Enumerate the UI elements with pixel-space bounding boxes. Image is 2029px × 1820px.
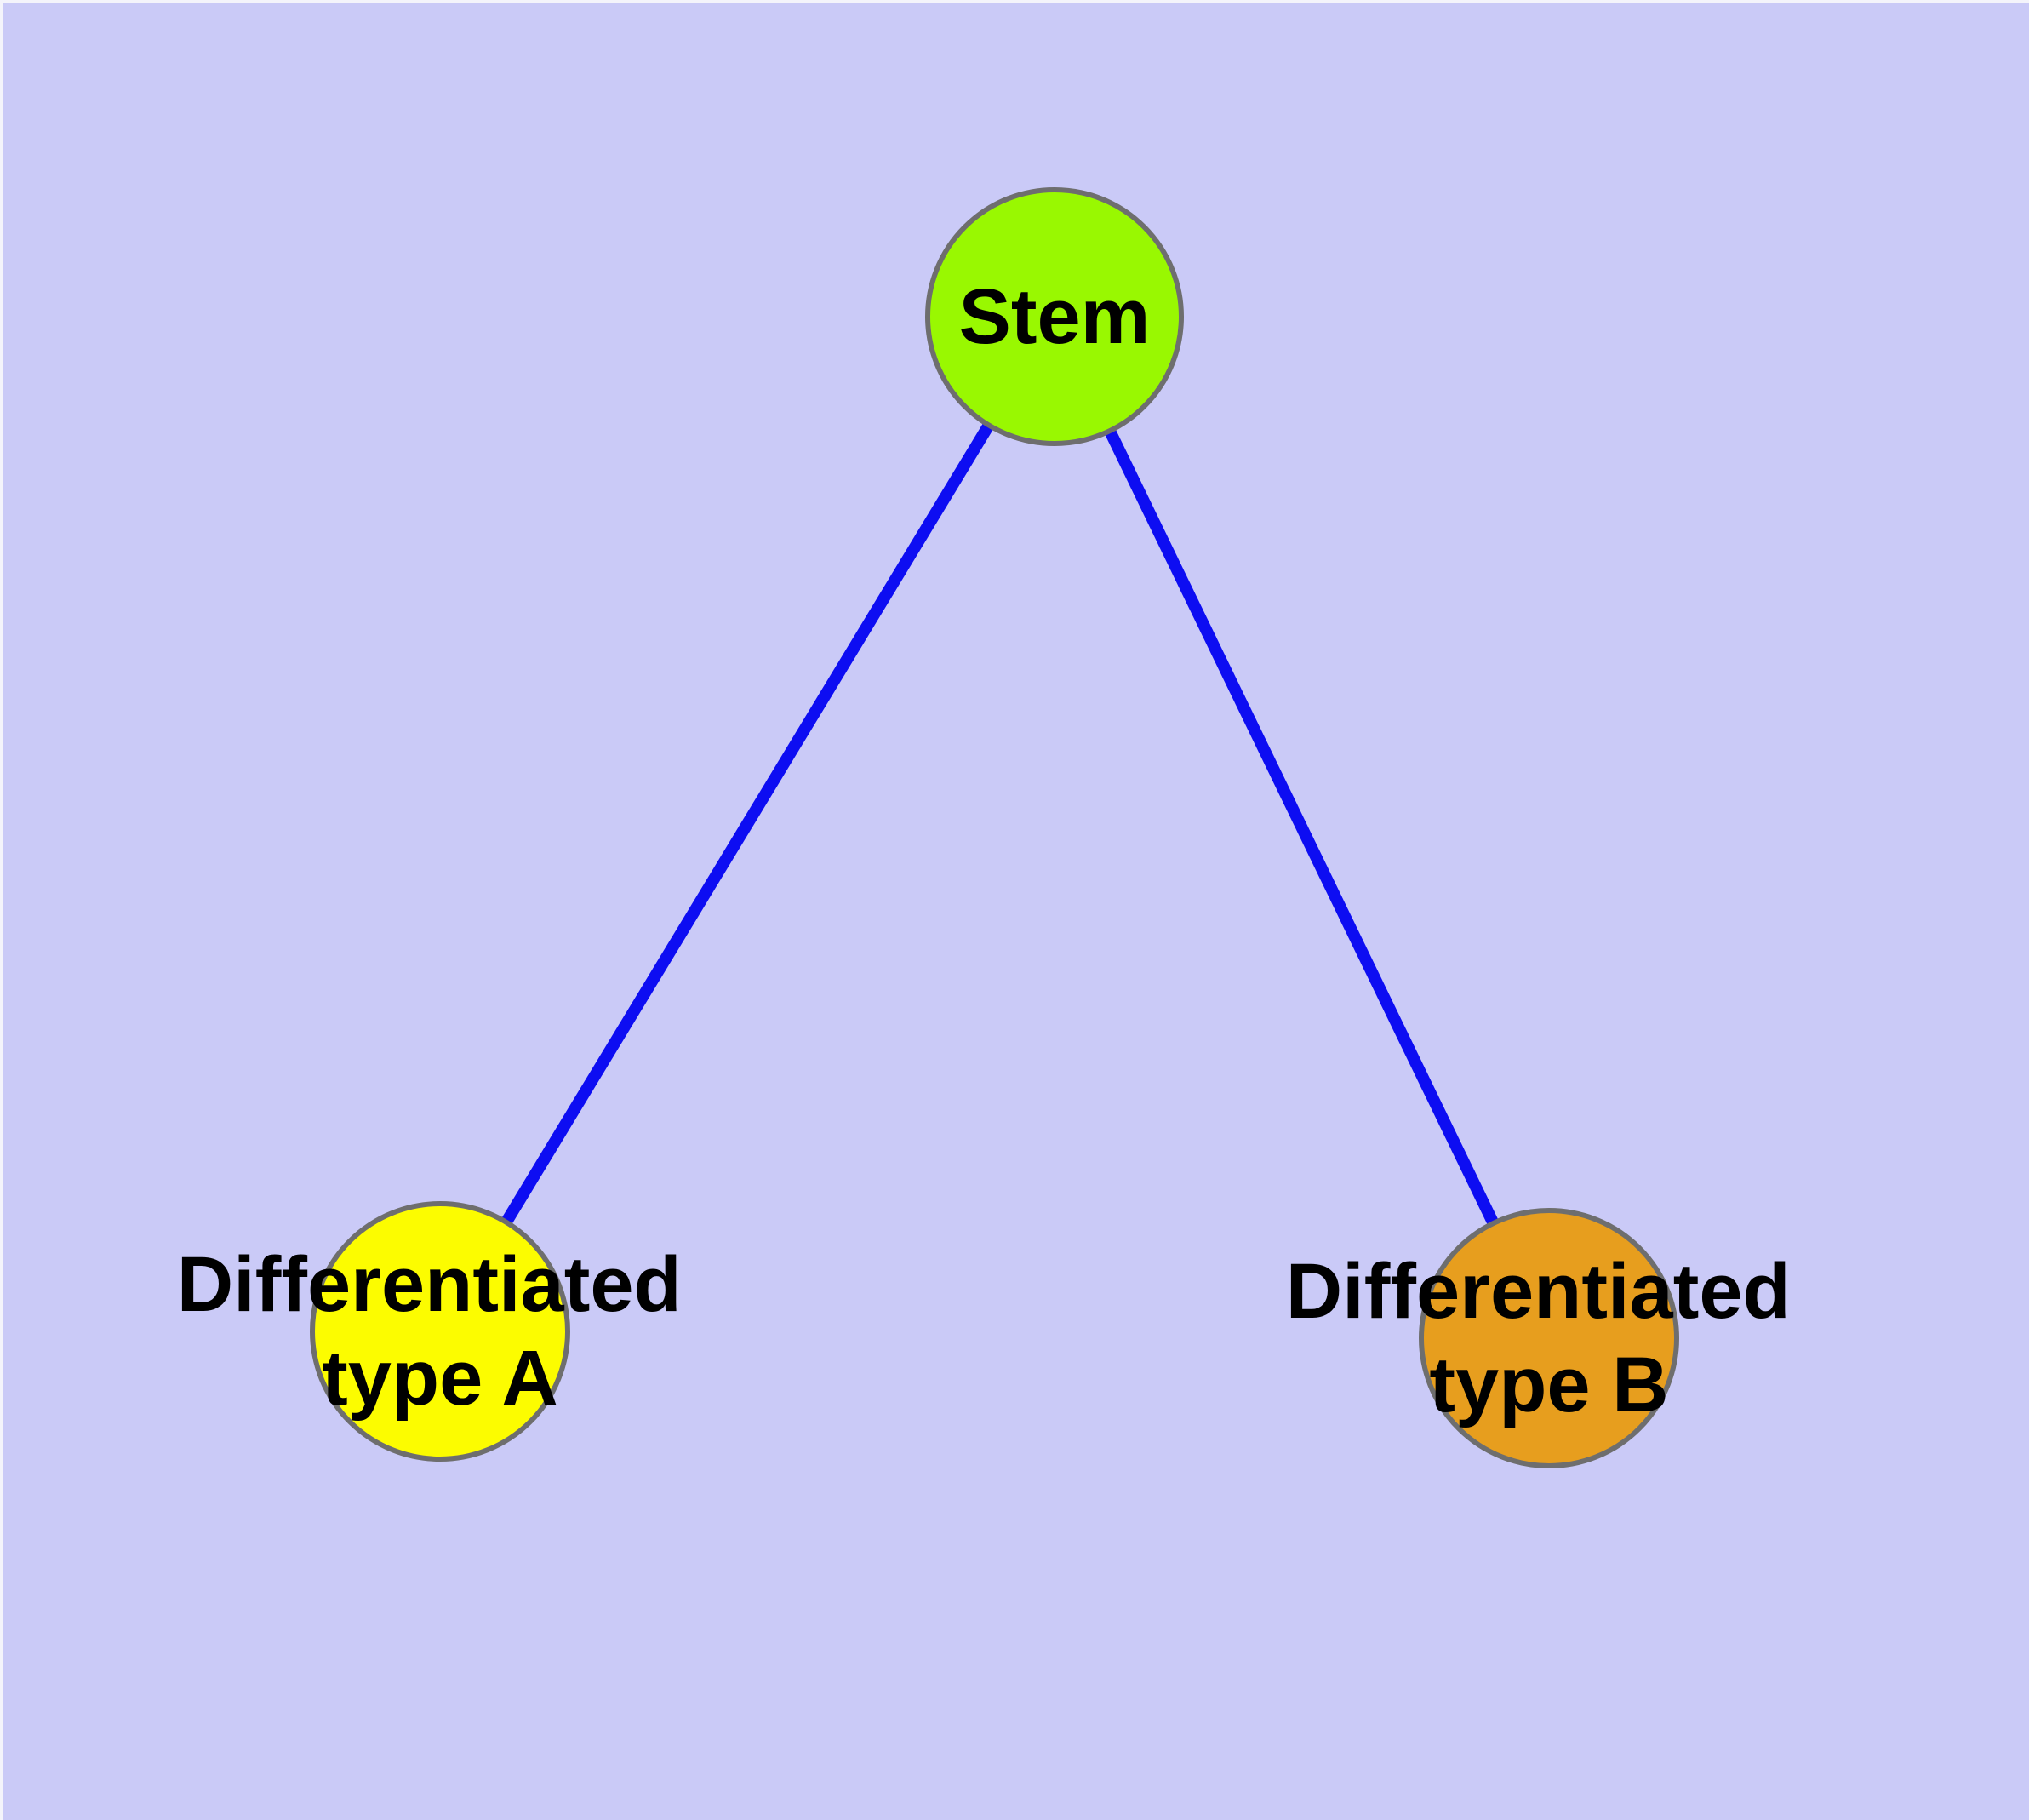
node-differentiated-type-a-label-line-1: Differentiated bbox=[177, 1241, 682, 1328]
node-differentiated-type-b-label: Differentiated type B bbox=[1286, 1248, 1813, 1428]
node-differentiated-type-b-label-line-2: type B bbox=[1429, 1342, 1668, 1428]
node-differentiated-type-b bbox=[1419, 1208, 1679, 1468]
node-stem-label: Stem bbox=[959, 273, 1151, 360]
window-edge-top bbox=[0, 0, 2029, 3]
window-edge-left bbox=[0, 0, 3, 1820]
node-differentiated-type-a-label: Differentiated type A bbox=[177, 1241, 704, 1422]
edge-stem-to-type-a bbox=[435, 313, 1060, 1335]
node-stem bbox=[925, 187, 1184, 446]
edge-stem-to-type-b bbox=[1049, 313, 1555, 1342]
node-differentiated-type-a bbox=[310, 1201, 570, 1462]
node-differentiated-type-a-label-line-2: type A bbox=[322, 1335, 558, 1422]
node-differentiated-type-b-label-line-1: Differentiated bbox=[1286, 1248, 1791, 1335]
node-stem-label-line-1: Stem bbox=[959, 273, 1151, 360]
